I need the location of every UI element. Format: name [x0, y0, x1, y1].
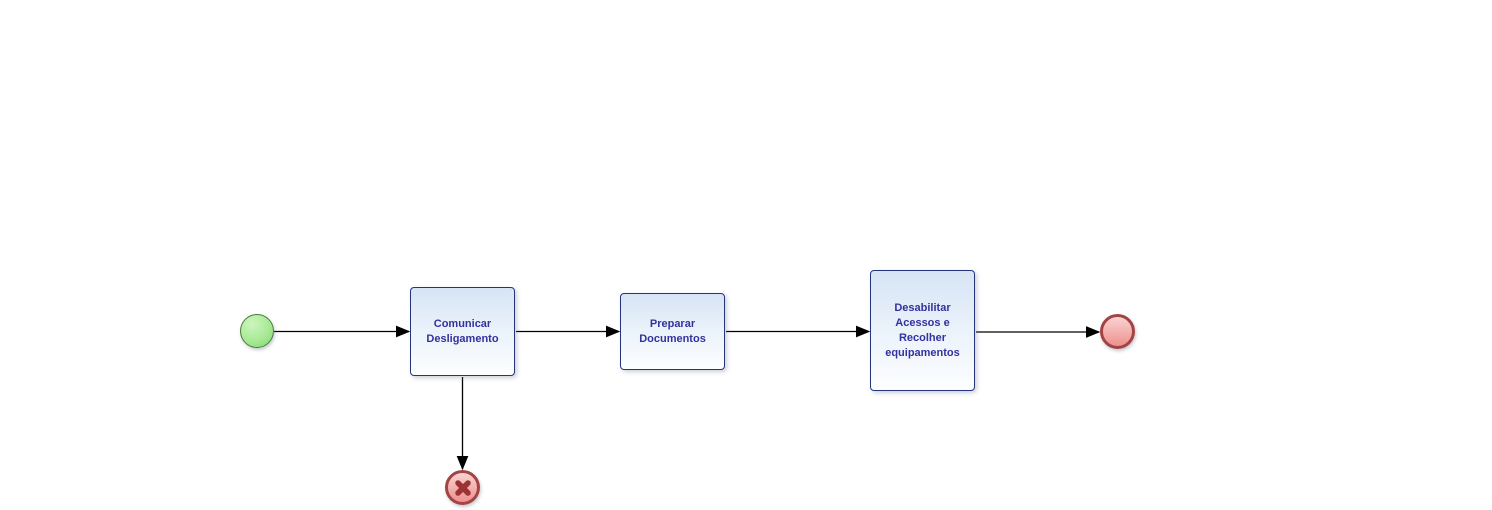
- task-label: Preparar Documentos: [639, 317, 706, 345]
- task-desabilitar-acessos[interactable]: Desabilitar Acessos e Recolher equipamen…: [870, 270, 975, 391]
- task-label: Comunicar Desligamento: [426, 317, 499, 345]
- task-label: Desabilitar Acessos e Recolher equipamen…: [885, 301, 960, 359]
- task-preparar-documentos[interactable]: Preparar Documentos: [620, 293, 725, 370]
- start-event[interactable]: [240, 314, 274, 348]
- cancel-end-event[interactable]: [445, 470, 480, 505]
- end-event[interactable]: [1100, 314, 1135, 349]
- task-comunicar-desligamento[interactable]: Comunicar Desligamento: [410, 287, 515, 376]
- cancel-x-icon: [454, 479, 471, 496]
